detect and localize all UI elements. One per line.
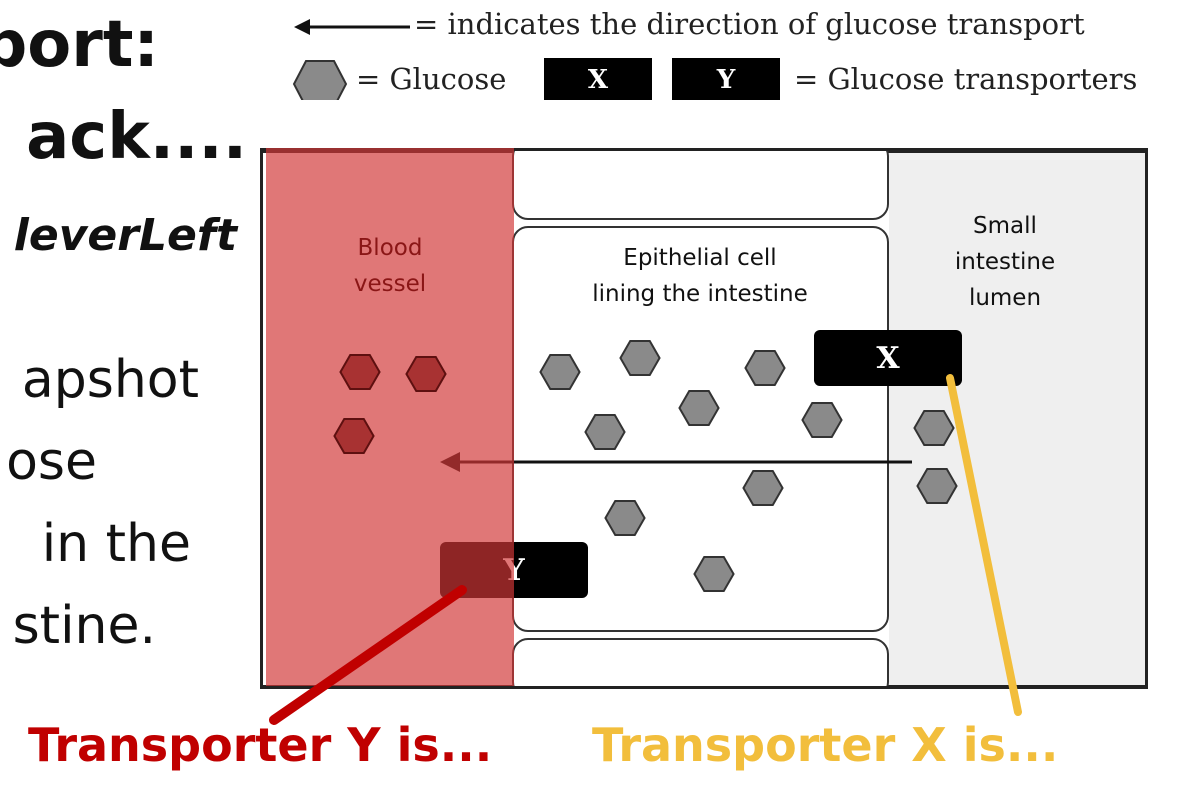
glucose-icon [619, 340, 661, 376]
legend-glucose-text: = Glucose [356, 62, 507, 96]
slide-subtitle: leverLeft [13, 210, 237, 261]
slide-body-line-1: apshot [21, 350, 199, 410]
frame-bottom-edge [260, 686, 1148, 689]
legend-arrow-icon [294, 19, 410, 35]
legend-transporter-y-box: Y [672, 58, 780, 102]
glucose-icon [744, 350, 786, 386]
blood-vessel-label-line-2: vessel [353, 271, 427, 297]
blood-vessel-label-line-1: Blood [357, 235, 423, 261]
legend-transporters-text: = Glucose transporters [794, 62, 1138, 96]
blood-glucose-icon [339, 354, 381, 390]
transporter-x-answer: Transporter X is... [592, 718, 1059, 772]
glucose-icon [913, 410, 955, 446]
glucose-molecule-group [539, 340, 958, 592]
blood-glucose-group [333, 354, 447, 454]
epithelial-label: Epithelial cell lining the intestine [540, 240, 860, 312]
slide-body-line-4: stine. [12, 596, 156, 656]
lumen-label: Small intestine lumen [910, 208, 1100, 316]
glucose-icon [604, 500, 646, 536]
blood-glucose-shapes [333, 354, 447, 454]
glucose-icon [801, 402, 843, 438]
lumen-label-line-3: lumen [968, 285, 1042, 311]
lumen-label-line-1: Small [973, 213, 1037, 239]
transporter-y-answer: Transporter Y is... [28, 718, 493, 772]
frame-top-edge [260, 148, 1148, 151]
glucose-icon [916, 468, 958, 504]
transporter-x: X [814, 330, 962, 386]
legend-arrow-text: = indicates the direction of glucose tra… [414, 7, 1085, 41]
frame-top-mask [262, 100, 1148, 150]
slide-body-line-3: in the [41, 514, 191, 574]
slide-title-line-2: ack.... [26, 100, 247, 174]
glucose-icon [584, 414, 626, 450]
pointer-line-y [269, 585, 467, 725]
blood-vessel-region [266, 148, 514, 686]
glucose-icon [678, 390, 720, 426]
legend-transporter-x-box: X [544, 58, 652, 102]
slide-title-line-1: port: [0, 8, 159, 82]
blood-glucose-icon [405, 356, 447, 392]
glucose-icon [539, 354, 581, 390]
pointer-line-x [946, 374, 1022, 716]
slide-body-line-2: ose [6, 432, 97, 492]
glucose-icon [693, 556, 735, 592]
glucose-icon [742, 470, 784, 506]
epithelial-label-line-1: Epithelial cell [623, 245, 777, 271]
lumen-label-line-2: intestine [954, 249, 1056, 275]
epithelial-cell-top [512, 140, 889, 220]
epithelial-label-line-2: lining the intestine [592, 281, 808, 307]
diagram-shapes [440, 340, 958, 592]
frame-bottom-mask [262, 689, 1148, 699]
blood-vessel-label: Blood vessel [320, 230, 460, 302]
blood-glucose-icon [333, 418, 375, 454]
